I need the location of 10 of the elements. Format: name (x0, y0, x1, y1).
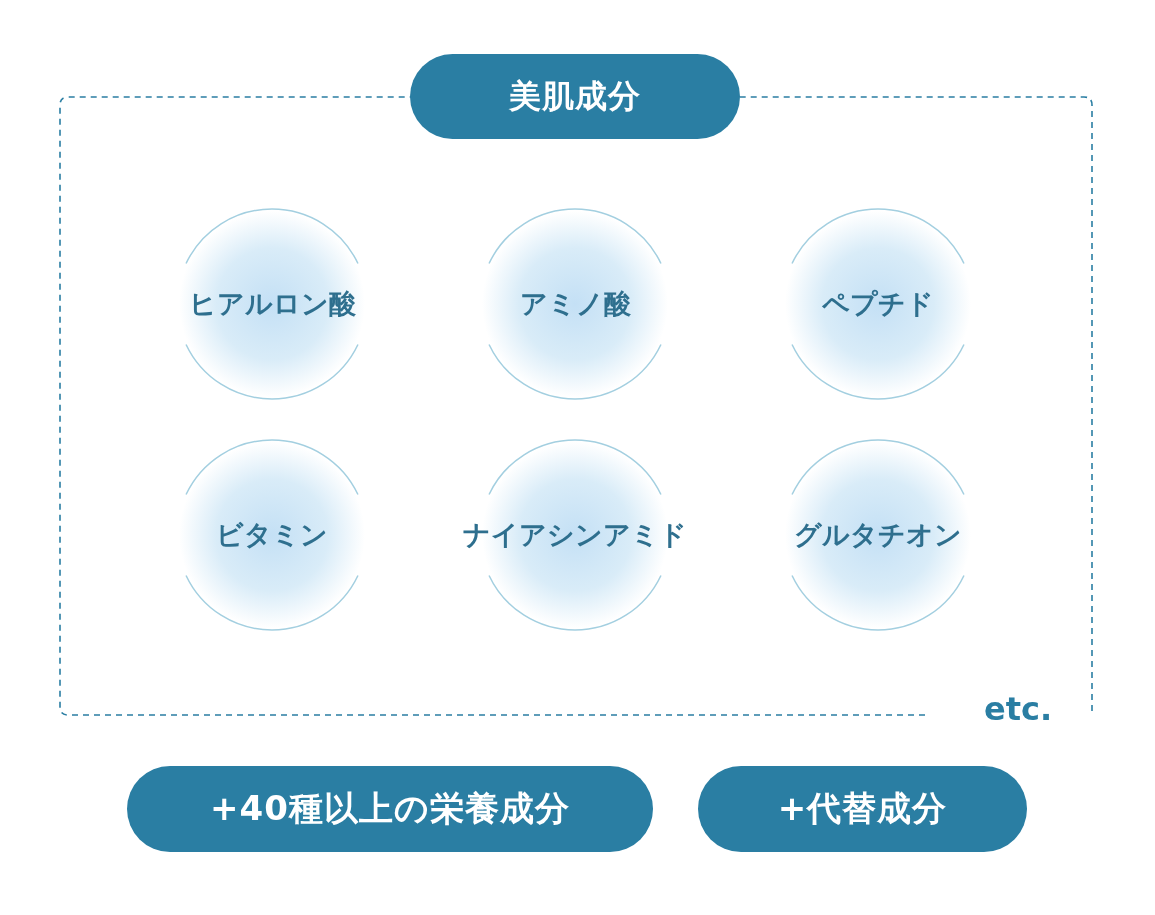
ingredient-name: ヒアルロン酸 (188, 287, 356, 321)
pill-label: +40種以上の栄養成分 (127, 766, 653, 852)
ingredient-name: ナイアシンアミド (463, 518, 687, 552)
ingredient-name: ビタミン (216, 518, 328, 552)
etc-note: etc. (984, 690, 1053, 728)
ingredient-name: アミノ酸 (519, 287, 631, 321)
pill-label: +代替成分 (698, 766, 1027, 852)
ingredient-name: グルタチオン (794, 518, 962, 552)
section-heading: 美肌成分 (410, 54, 740, 139)
ingredient-name: ペプチド (822, 287, 934, 321)
